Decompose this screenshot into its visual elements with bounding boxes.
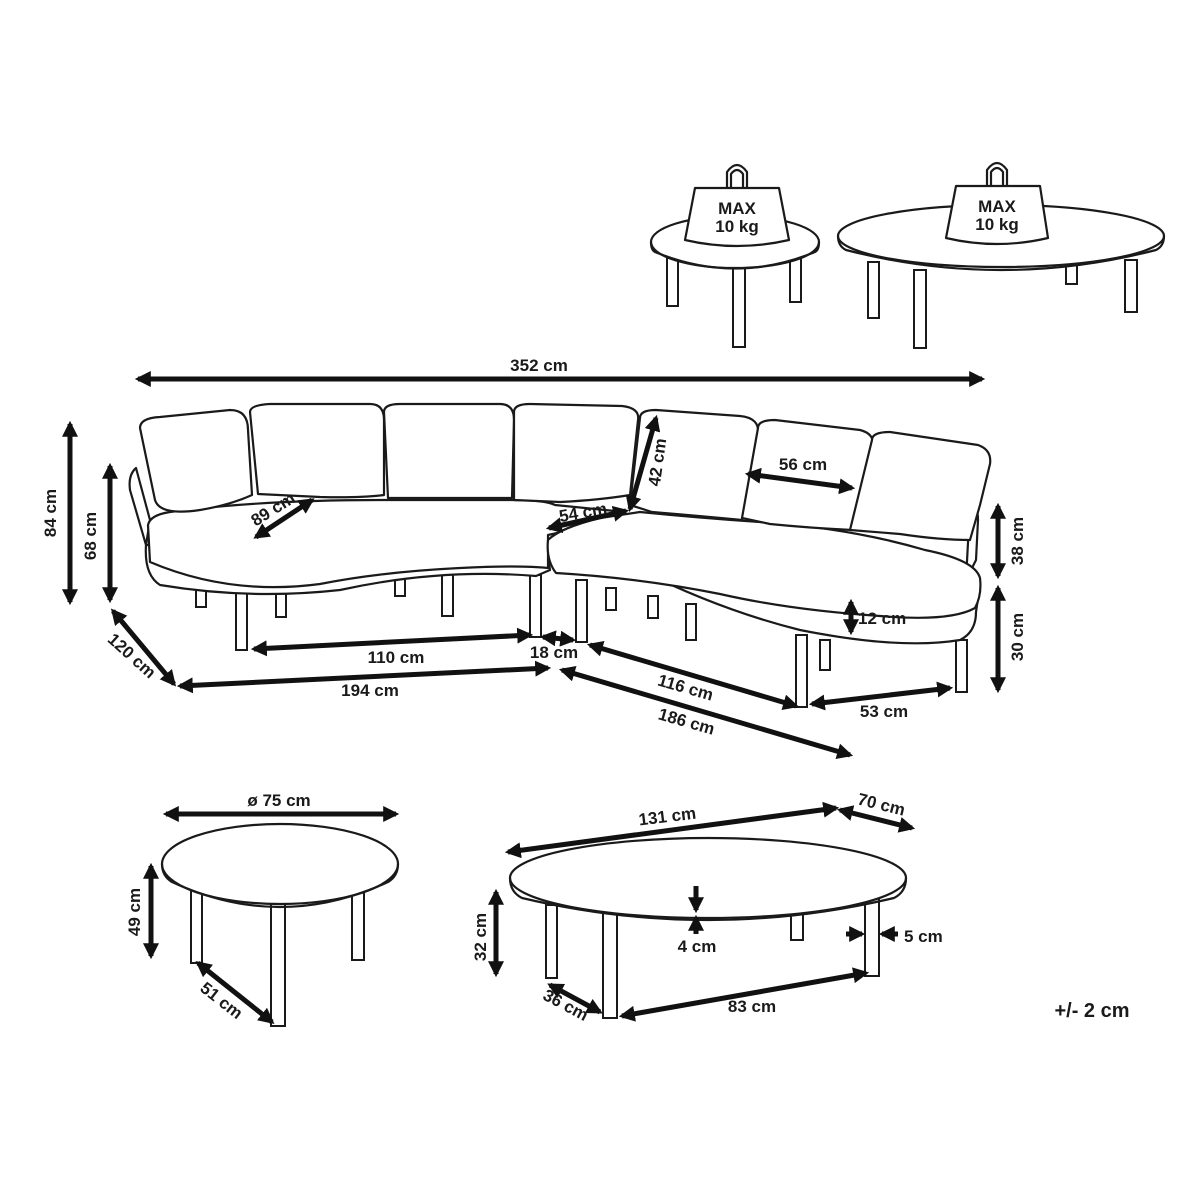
weight-value-label: 10 kg	[715, 217, 758, 236]
preview-oval-table	[836, 203, 1166, 349]
label-leg-thickness: 5 cm	[904, 927, 943, 946]
weight-value-label: 10 kg	[975, 215, 1018, 234]
label-round-height: 49 cm	[125, 888, 144, 936]
weight-icon: MAX 10 kg	[683, 163, 791, 248]
label-right-length: 186 cm	[656, 705, 717, 739]
tolerance-note: +/- 2 cm	[1054, 1000, 1129, 1022]
label-back-height: 68 cm	[81, 512, 100, 560]
label-cushion-width: 56 cm	[779, 455, 827, 474]
label-oval-height: 32 cm	[471, 913, 490, 961]
round-table-dimension-lines	[142, 805, 400, 1024]
weight-max-label: MAX	[978, 197, 1016, 216]
label-round-leg-span: 51 cm	[197, 978, 247, 1023]
label-right-end: 53 cm	[860, 702, 908, 721]
weight-icon: MAX 10 kg	[944, 161, 1050, 246]
oval-table-drawing	[508, 836, 908, 1019]
label-seat-thickness: 12 cm	[858, 609, 906, 628]
round-table-drawing	[160, 822, 400, 1027]
label-total-height: 84 cm	[41, 489, 60, 537]
label-top-thickness: 4 cm	[678, 937, 717, 956]
label-leg-height: 30 cm	[1008, 613, 1027, 661]
sofa-drawing	[128, 402, 992, 708]
label-oval-leg-span: 83 cm	[728, 997, 776, 1016]
oval-table-dimension-lines	[487, 801, 916, 1022]
label-gap: 18 cm	[530, 643, 578, 662]
label-diameter: ø 75 cm	[247, 791, 310, 810]
sofa-dimension-lines	[61, 370, 1007, 760]
label-total-width: 352 cm	[510, 356, 568, 375]
label-left-length: 194 cm	[341, 681, 399, 700]
label-seat-height: 38 cm	[1008, 517, 1027, 565]
label-leg-span-left: 110 cm	[368, 648, 425, 667]
weight-max-label: MAX	[718, 199, 756, 218]
